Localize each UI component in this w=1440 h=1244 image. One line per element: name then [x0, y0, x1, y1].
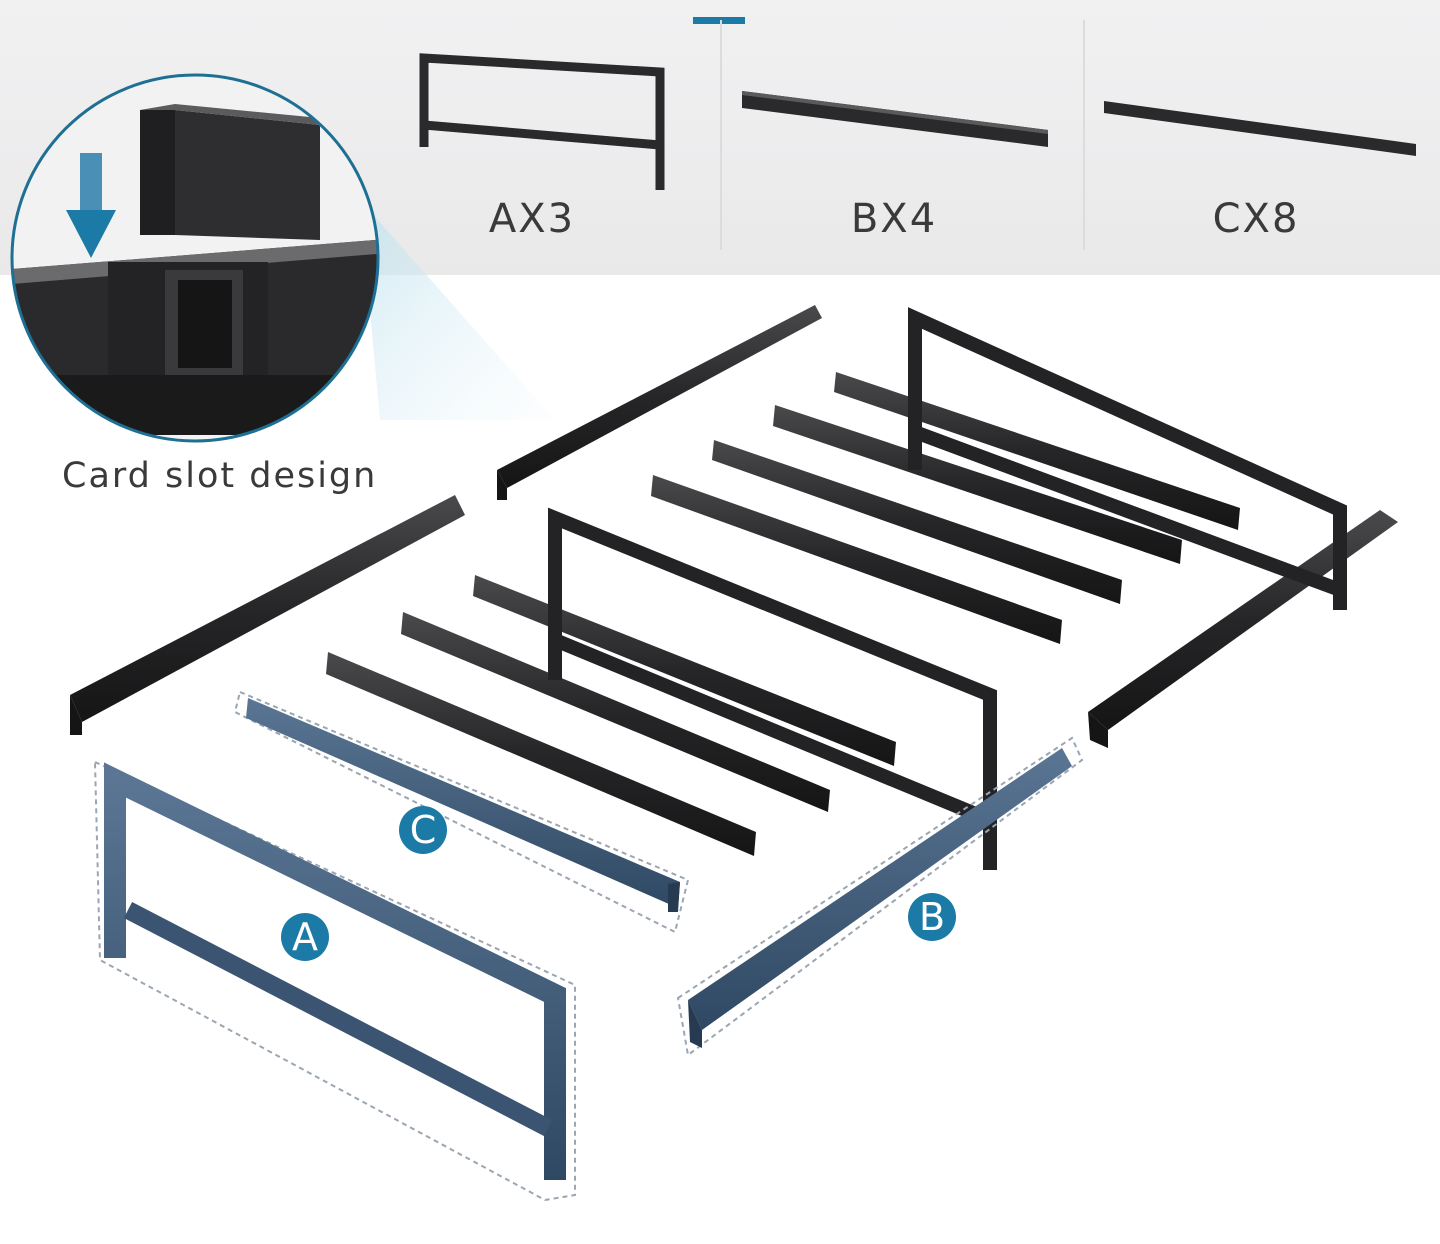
slats	[326, 372, 1240, 856]
callout-c-label: C	[410, 808, 437, 852]
middle-end-frame	[548, 507, 997, 870]
part-label-a: AX3	[488, 196, 576, 242]
highlighted-end-frame-a	[93, 760, 576, 1202]
rear-end-frame	[908, 307, 1347, 610]
callout-c: C	[399, 806, 447, 854]
right-side-rail	[1088, 510, 1398, 748]
callout-a: A	[281, 913, 329, 961]
part-label-b: BX4	[850, 196, 938, 242]
card-slot-caption: Card slot design	[62, 456, 378, 496]
arrow-down-icon	[66, 153, 116, 258]
front-side-rail	[70, 495, 465, 735]
callout-b: B	[908, 893, 956, 941]
card-slot-detail-lens	[10, 73, 380, 443]
rear-side-rail	[497, 305, 822, 500]
highlighted-side-rail-b	[676, 736, 1084, 1057]
part-b-icon	[742, 91, 1048, 147]
part-a-icon	[419, 53, 665, 190]
accent-bar	[693, 17, 745, 24]
legend-divider	[1083, 20, 1085, 250]
callout-a-label: A	[292, 915, 318, 959]
zoom-cone	[360, 200, 555, 420]
callout-b-label: B	[919, 895, 945, 939]
part-label-c: CX8	[1212, 196, 1300, 242]
part-c-icon	[1104, 101, 1416, 156]
legend-divider	[720, 20, 722, 250]
highlighted-slat-c	[233, 690, 690, 934]
